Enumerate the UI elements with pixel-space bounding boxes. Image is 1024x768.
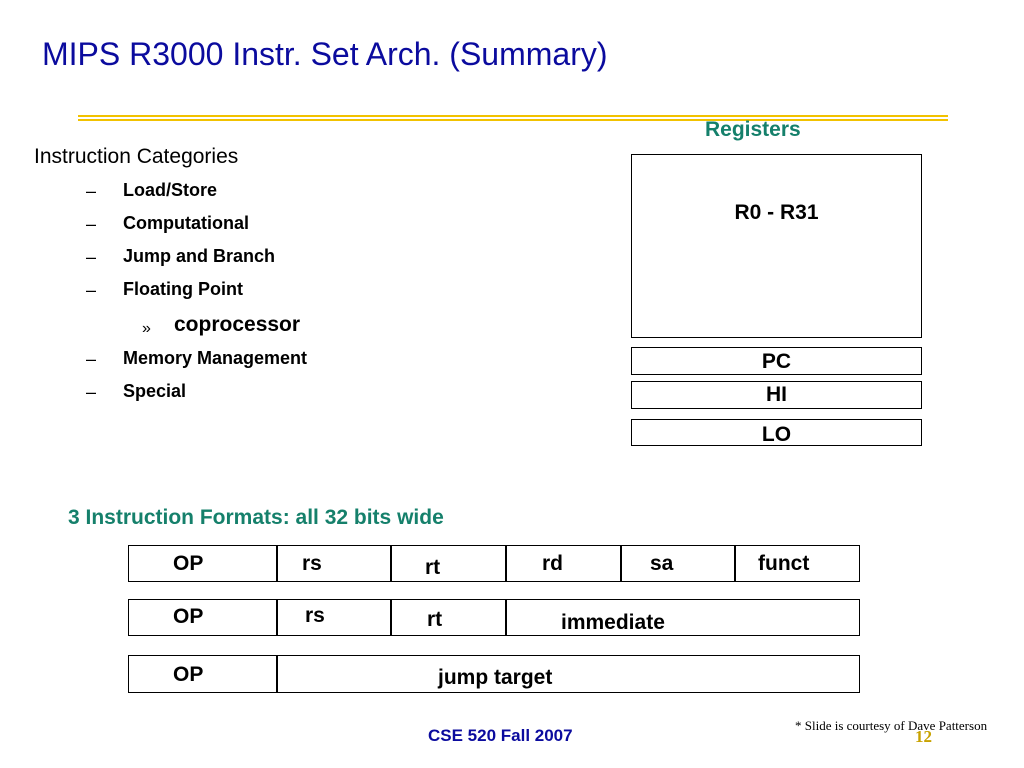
r-format-rd-field: rd [506, 545, 621, 582]
field-label: rs [305, 604, 325, 627]
i-format-rs-field: rs [277, 599, 391, 636]
sub-bullet-mark: » [142, 320, 151, 337]
hi-register-label: HI [766, 383, 787, 406]
hi-register-box: HI [631, 381, 922, 409]
i-format-rt-field: rt [391, 599, 506, 636]
category-load-store: Load/Store [123, 180, 218, 200]
bullet-dash: – [86, 181, 97, 201]
title-divider-upper [78, 115, 948, 117]
bullet-dash: – [86, 214, 97, 234]
title-divider-lower [78, 119, 948, 121]
r-format-rt-field: rt [391, 545, 506, 582]
field-label: OP [173, 605, 204, 628]
field-label: rt [425, 556, 441, 579]
bullet-dash: – [86, 382, 97, 402]
field-label: rd [542, 552, 563, 575]
register-file-box: R0 - R31 [631, 154, 922, 338]
page-number: 12 [915, 727, 932, 746]
field-label: rt [427, 608, 443, 631]
category-computational: Computational [123, 213, 249, 233]
field-label: rs [302, 552, 322, 575]
category-floating-point: Floating Point [123, 279, 243, 299]
r-format-sa-field: sa [621, 545, 735, 582]
lo-register-box: LO [631, 419, 922, 446]
registers-heading: Registers [705, 118, 801, 141]
category-sub-coprocessor: coprocessor [174, 313, 301, 336]
field-label: OP [173, 663, 204, 686]
j-format-jump-target-field: jump target [277, 655, 860, 693]
field-label: funct [758, 552, 810, 575]
bullet-dash: – [86, 349, 97, 369]
category-special: Special [123, 381, 187, 401]
field-label: immediate [561, 611, 665, 634]
bullet-dash: – [86, 280, 97, 300]
pc-register-box: PC [631, 347, 922, 375]
i-format-op-field: OP [128, 599, 277, 636]
slide-credit: * Slide is courtesy of Dave Patterson [795, 718, 988, 733]
i-format-immediate-field: immediate [506, 599, 860, 636]
category-memory-management: Memory Management [123, 348, 308, 368]
lo-register-label: LO [761, 423, 792, 446]
slide-title: MIPS R3000 Instr. Set Arch. (Summary) [42, 36, 608, 72]
j-format-op-field: OP [128, 655, 277, 693]
r-format-rs-field: rs [277, 545, 391, 582]
r-format-op-field: OP [128, 545, 277, 582]
category-jump-branch: Jump and Branch [123, 246, 276, 266]
course-footer: CSE 520 Fall 2007 [428, 726, 573, 745]
categories-heading: Instruction Categories [34, 145, 239, 168]
r-format-funct-field: funct [735, 545, 860, 582]
register-file-label: R0 - R31 [734, 201, 819, 224]
bullet-dash: – [86, 247, 97, 267]
field-label: jump target [438, 666, 553, 689]
field-label: OP [173, 552, 204, 575]
formats-heading: 3 Instruction Formats: all 32 bits wide [68, 506, 444, 529]
field-label: sa [650, 552, 674, 575]
pc-register-label: PC [761, 350, 792, 373]
